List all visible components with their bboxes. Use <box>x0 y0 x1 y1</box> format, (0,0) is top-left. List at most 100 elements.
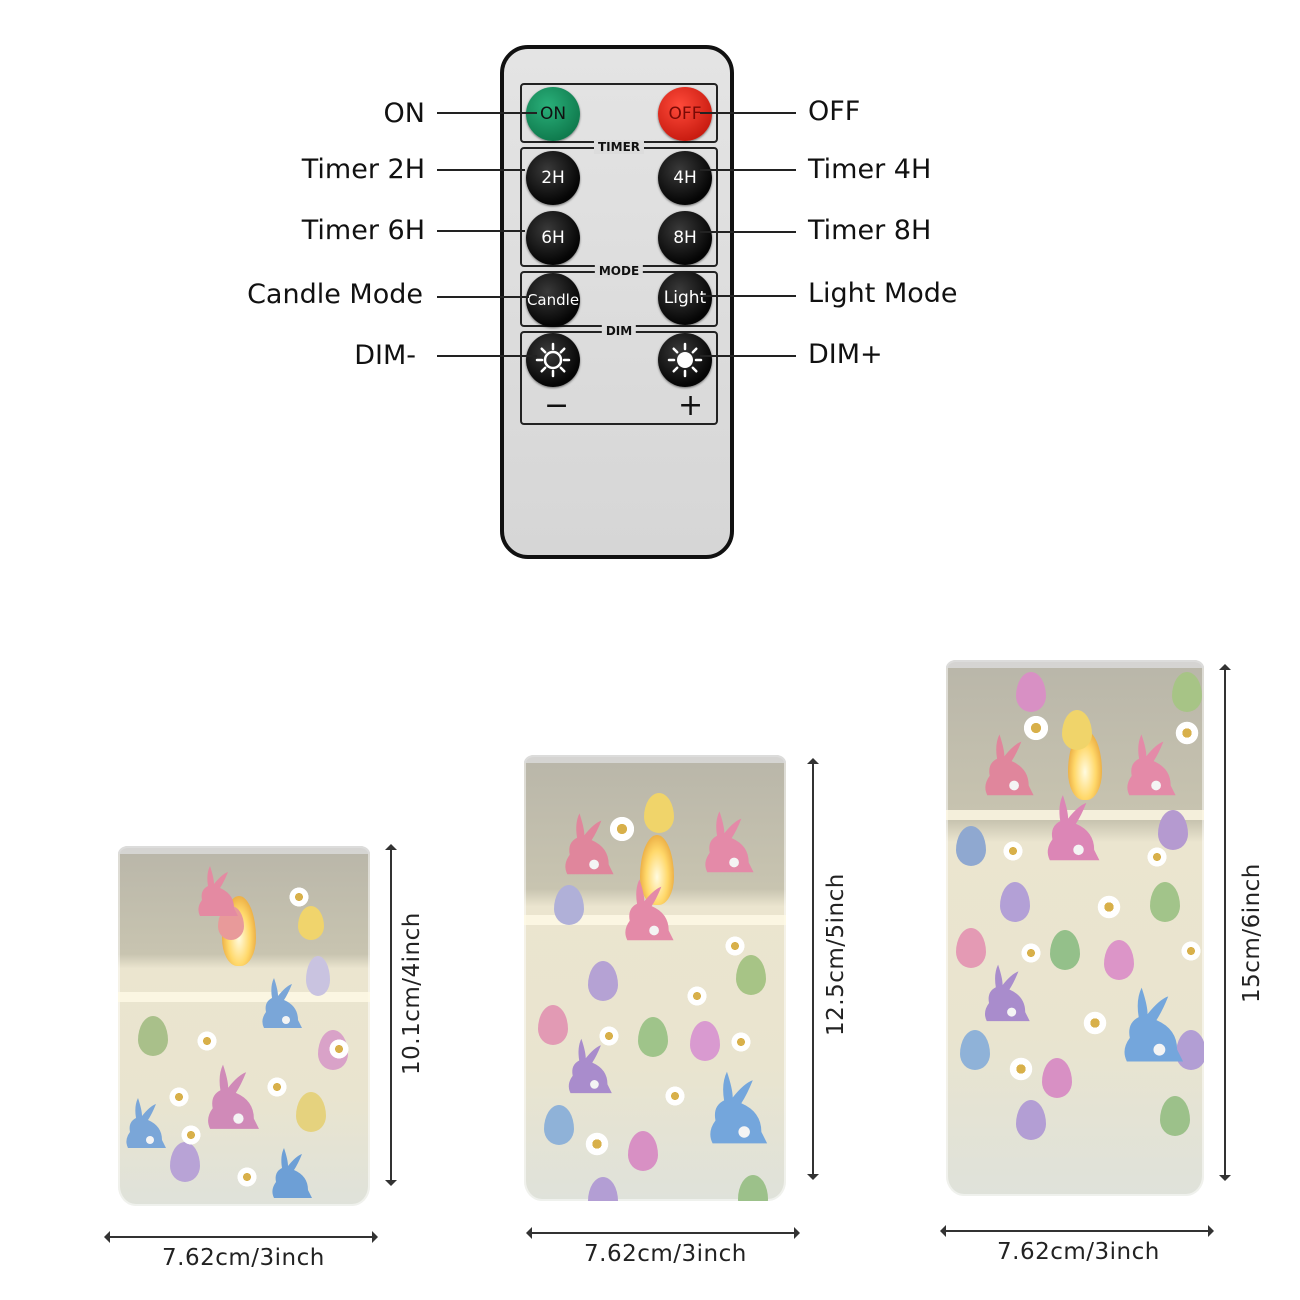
height-label-medium: 12.5cm/5inch <box>823 873 849 1036</box>
plus-sign: + <box>678 388 704 423</box>
light-mode-button[interactable]: Light <box>658 271 712 325</box>
egg-icon <box>298 906 324 940</box>
timer-8h-button[interactable]: 8H <box>658 211 712 265</box>
egg-icon <box>956 928 986 968</box>
light-mode-label: Light <box>663 288 707 308</box>
on-button-label: ON <box>539 104 567 124</box>
height-arrow-medium <box>807 758 819 1180</box>
off-button-label: OFF <box>668 104 702 124</box>
timer-2h-label: 2H <box>541 168 565 188</box>
egg-icon <box>1104 940 1134 980</box>
daisy-icon <box>730 1031 752 1053</box>
minus-sign: − <box>544 388 570 423</box>
bunny-icon <box>985 734 1034 796</box>
egg-icon <box>738 1175 768 1201</box>
bunny-icon <box>272 1148 312 1198</box>
candle-mode-button[interactable]: Candle <box>526 273 580 327</box>
candle-small <box>118 846 370 1206</box>
egg-icon <box>544 1105 574 1145</box>
height-arrow-small <box>385 844 397 1186</box>
timer-6h-button[interactable]: 6H <box>526 211 580 265</box>
egg-icon <box>1158 810 1188 850</box>
callout-line-dim-minus <box>437 355 537 357</box>
egg-icon <box>1150 882 1180 922</box>
glass-rim <box>946 660 1204 668</box>
off-button[interactable]: OFF <box>658 87 712 141</box>
daisy-icon <box>236 1166 258 1188</box>
sun-outline-icon <box>535 342 571 378</box>
callout-timer-2h: Timer 2H <box>301 154 425 185</box>
on-button[interactable]: ON <box>526 87 580 141</box>
egg-icon <box>736 955 766 995</box>
callout-on: ON <box>383 98 425 129</box>
width-label-small: 7.62cm/3inch <box>162 1245 325 1271</box>
egg-icon <box>538 1005 568 1045</box>
callout-off: OFF <box>808 96 861 127</box>
daisy-icon <box>598 1025 620 1047</box>
egg-icon <box>1176 1030 1204 1070</box>
egg-icon <box>554 885 584 925</box>
bunny-icon <box>705 811 754 873</box>
timer-4h-button[interactable]: 4H <box>658 151 712 205</box>
egg-icon <box>690 1021 720 1061</box>
candle-large <box>946 660 1204 1196</box>
power-group: ON OFF <box>520 83 718 143</box>
width-label-large: 7.62cm/3inch <box>997 1239 1160 1265</box>
daisy-icon <box>686 985 708 1007</box>
egg-icon <box>170 1142 200 1182</box>
timer-6h-label: 6H <box>541 228 565 248</box>
egg-icon <box>638 1017 668 1057</box>
egg-icon <box>588 1177 618 1201</box>
egg-icon <box>1172 672 1202 712</box>
callout-line-timer-8h <box>700 231 796 233</box>
egg-icon <box>1016 672 1046 712</box>
bunny-icon <box>1124 987 1184 1062</box>
dim-plus-button[interactable] <box>658 333 712 387</box>
egg-icon <box>588 961 618 1001</box>
daisy-icon <box>168 1086 190 1108</box>
egg-icon <box>956 826 986 866</box>
callout-line-dim-plus <box>700 355 796 357</box>
daisy-icon <box>1146 846 1168 868</box>
daisy-icon <box>288 886 310 908</box>
glass-rim <box>524 755 786 763</box>
daisy-icon <box>196 1030 218 1052</box>
candle-mode-label: Candle <box>526 291 580 309</box>
height-label-large: 15cm/6inch <box>1239 863 1265 1003</box>
daisy-icon <box>1008 1056 1034 1082</box>
daisy-icon <box>328 1038 350 1060</box>
callout-dim-minus: DIM- <box>354 340 416 371</box>
width-arrow-large <box>940 1225 1214 1237</box>
glass-rim <box>118 846 370 854</box>
egg-icon <box>296 1092 326 1132</box>
egg-icon <box>1062 710 1092 750</box>
timer-2h-button[interactable]: 2H <box>526 151 580 205</box>
bunny-icon <box>198 866 238 916</box>
egg-icon <box>306 956 330 996</box>
bunny-icon <box>625 879 674 941</box>
width-arrow-medium <box>526 1227 800 1239</box>
remote-control: ON OFF TIMER 2H 4H 6H 8H MODE Candle Lig… <box>500 45 734 559</box>
daisy-icon <box>724 935 746 957</box>
dim-group: DIM − <box>520 324 718 425</box>
egg-icon <box>628 1131 658 1171</box>
callout-dim-plus: DIM+ <box>808 339 883 370</box>
callout-line-off <box>700 112 796 114</box>
bunny-icon <box>262 978 302 1028</box>
dim-group-title: DIM <box>601 324 637 338</box>
egg-icon <box>138 1016 168 1056</box>
callout-light-mode: Light Mode <box>808 278 958 309</box>
mode-group: MODE Candle Light <box>520 264 718 327</box>
callout-candle-mode: Candle Mode <box>247 279 423 310</box>
height-label-small: 10.1cm/4inch <box>399 912 425 1075</box>
egg-icon <box>1000 882 1030 922</box>
daisy-icon <box>1180 940 1202 962</box>
callout-line-on <box>437 112 537 114</box>
timer-group-title: TIMER <box>593 140 645 154</box>
wax-top <box>118 992 370 1002</box>
dim-minus-button[interactable] <box>526 333 580 387</box>
daisy-icon <box>1082 1010 1108 1036</box>
callout-line-light-mode <box>700 295 796 297</box>
daisy-icon <box>1022 714 1050 742</box>
egg-icon <box>1050 930 1080 970</box>
